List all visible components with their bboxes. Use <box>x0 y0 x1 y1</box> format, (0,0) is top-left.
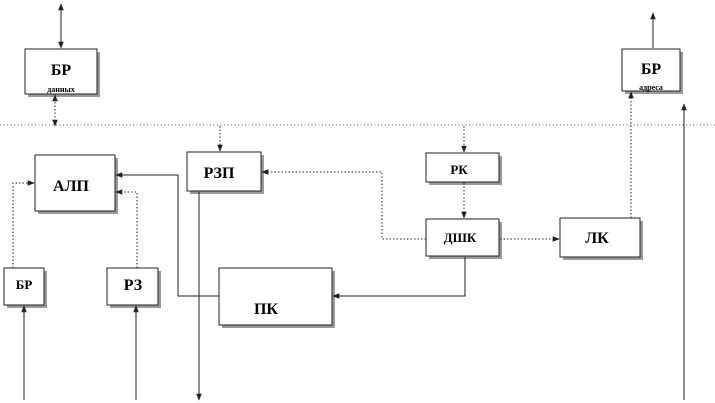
block-rzp-label: РЗП <box>204 165 235 182</box>
block-br-data-label: БР <box>51 62 72 79</box>
block-br-in: БР <box>3 267 47 308</box>
block-pk-label: ПК <box>254 301 278 318</box>
block-rk-label: РК <box>450 162 468 177</box>
block-lk-label: ЛК <box>585 230 609 247</box>
block-alp-label: АЛП <box>53 178 89 195</box>
block-br-in-label: БР <box>16 277 33 292</box>
block-br-data: БР данных <box>24 48 100 97</box>
block-alp: АЛП <box>34 154 118 214</box>
block-br-addr-sublabel: адреса <box>639 83 663 92</box>
arrow-br-alp <box>12 180 35 268</box>
block-dshk: ДШК <box>425 218 502 259</box>
arrow-dshk-pk <box>332 257 466 299</box>
arrow-dshk-rzp <box>261 169 426 240</box>
block-rk: РК <box>425 152 502 185</box>
block-pk: ПК <box>218 267 335 328</box>
block-br-data-sublabel: данных <box>47 85 75 94</box>
block-rzp: РЗП <box>186 151 264 194</box>
block-dshk-label: ДШК <box>444 230 477 245</box>
block-br-addr: БР адреса <box>621 48 683 94</box>
block-rz: РЗ <box>106 267 161 308</box>
block-lk: ЛК <box>559 217 643 260</box>
block-br-addr-label: БР <box>641 61 662 78</box>
arrow-rz-alp <box>115 189 138 268</box>
block-rz-label: РЗ <box>124 277 143 294</box>
